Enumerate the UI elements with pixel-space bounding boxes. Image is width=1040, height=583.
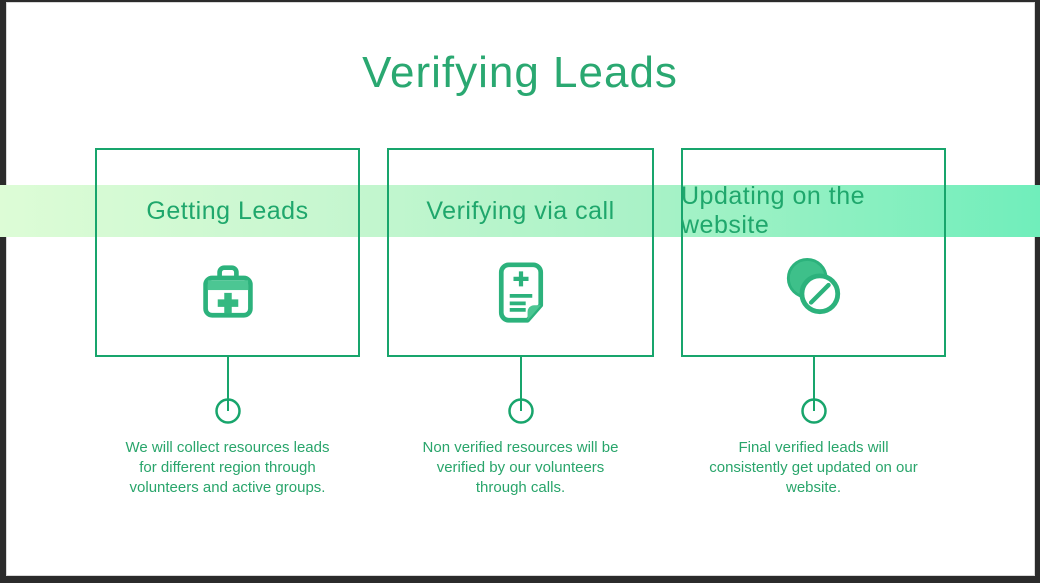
connector-line (214, 355, 241, 424)
step-title: Getting Leads (146, 196, 309, 225)
document-plus-icon (389, 262, 652, 324)
connector-line (507, 355, 534, 424)
step-description: Final verified leads will consistently g… (709, 439, 918, 496)
step-card: Verifying via call (387, 148, 654, 357)
step-description: Non verified resources will be verified … (422, 439, 619, 496)
first-aid-kit-icon (97, 262, 358, 320)
step-card: Getting Leads (95, 148, 360, 357)
step-description: We will collect resources leads for diff… (125, 439, 330, 496)
step-title: Verifying via call (426, 196, 615, 225)
pills-icon (683, 256, 944, 318)
page-title: Verifying Leads (362, 48, 678, 97)
step-card: Updating on the website (681, 148, 946, 357)
step-getting-leads: Getting Leads We will collect resources … (95, 148, 360, 528)
highlight-band (0, 185, 1040, 237)
step-title: Updating on the website (681, 182, 866, 239)
connector-line (800, 355, 827, 424)
step-updating-on-website: Updating on the website Final verified l… (681, 148, 946, 528)
step-verifying-via-call: Verifying via call Non verified resource… (387, 148, 654, 528)
